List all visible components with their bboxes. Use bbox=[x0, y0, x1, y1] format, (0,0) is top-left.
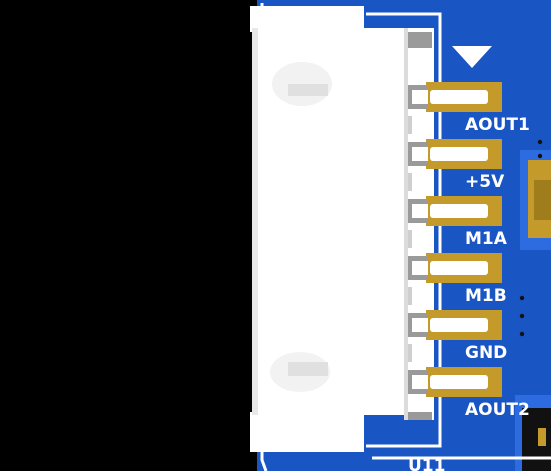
rail-spacer-4 bbox=[408, 285, 428, 307]
connector-notch-top-slot bbox=[288, 84, 328, 96]
pin-slot-inner-5 bbox=[412, 318, 428, 332]
rail-spacer-edge-3 bbox=[408, 230, 412, 248]
connector-notch-bottom-slot bbox=[288, 362, 328, 376]
designator-label: U11 bbox=[408, 456, 445, 471]
pin-label-3: M1A bbox=[465, 229, 508, 249]
pin-slot-inner-2 bbox=[412, 147, 428, 161]
pin-slot-inner-4 bbox=[412, 261, 428, 275]
connector-rail-shadow bbox=[404, 28, 408, 420]
connector-end-tab-top bbox=[408, 32, 432, 48]
via-4 bbox=[519, 313, 525, 319]
ic-body-bottom-right bbox=[522, 408, 551, 471]
rail-spacer-edge-5 bbox=[408, 344, 412, 362]
rail-spacer-5 bbox=[408, 342, 428, 364]
pin-label-1: AOUT1 bbox=[465, 115, 530, 135]
connector-top-latch bbox=[250, 6, 364, 32]
connector-housing bbox=[250, 6, 434, 452]
pin-label-4: M1B bbox=[465, 286, 507, 306]
via-2 bbox=[537, 153, 543, 159]
pin-lead-5 bbox=[430, 318, 488, 332]
via-1 bbox=[537, 139, 543, 145]
rail-spacer-3 bbox=[408, 228, 428, 250]
pin-label-2: +5V bbox=[465, 172, 505, 192]
pin-slot-inner-6 bbox=[412, 375, 428, 389]
smd-pad-right-inner bbox=[534, 180, 551, 220]
pin-slot-inner-1 bbox=[412, 90, 428, 104]
connector-end-tab-bottom bbox=[408, 412, 432, 420]
rail-spacer-edge-4 bbox=[408, 287, 412, 305]
pin-lead-2 bbox=[430, 147, 488, 161]
ic-pad-bottom-right bbox=[538, 428, 546, 446]
pin-lead-1 bbox=[430, 90, 488, 104]
via-3 bbox=[519, 295, 525, 301]
rail-spacer-edge-2 bbox=[408, 173, 412, 191]
pin-label-6: AOUT2 bbox=[465, 400, 530, 420]
triangle-marker bbox=[452, 46, 492, 68]
rail-spacer-1 bbox=[408, 114, 428, 136]
pin-lead-6 bbox=[430, 375, 488, 389]
connector-pins: AOUT1 +5V M1A M1B GND AOUT2 bbox=[408, 82, 530, 420]
connector-bottom-latch bbox=[250, 412, 364, 452]
via-5 bbox=[519, 331, 525, 337]
rail-spacer-2 bbox=[408, 171, 428, 193]
silkscreen-outline bbox=[366, 12, 442, 448]
pin-lead-4 bbox=[430, 261, 488, 275]
rail-spacer-edge-1 bbox=[408, 116, 412, 134]
pin-lead-3 bbox=[430, 204, 488, 218]
connector-edge bbox=[252, 28, 258, 415]
pin-label-5: GND bbox=[465, 343, 507, 363]
pin-slot-inner-3 bbox=[412, 204, 428, 218]
